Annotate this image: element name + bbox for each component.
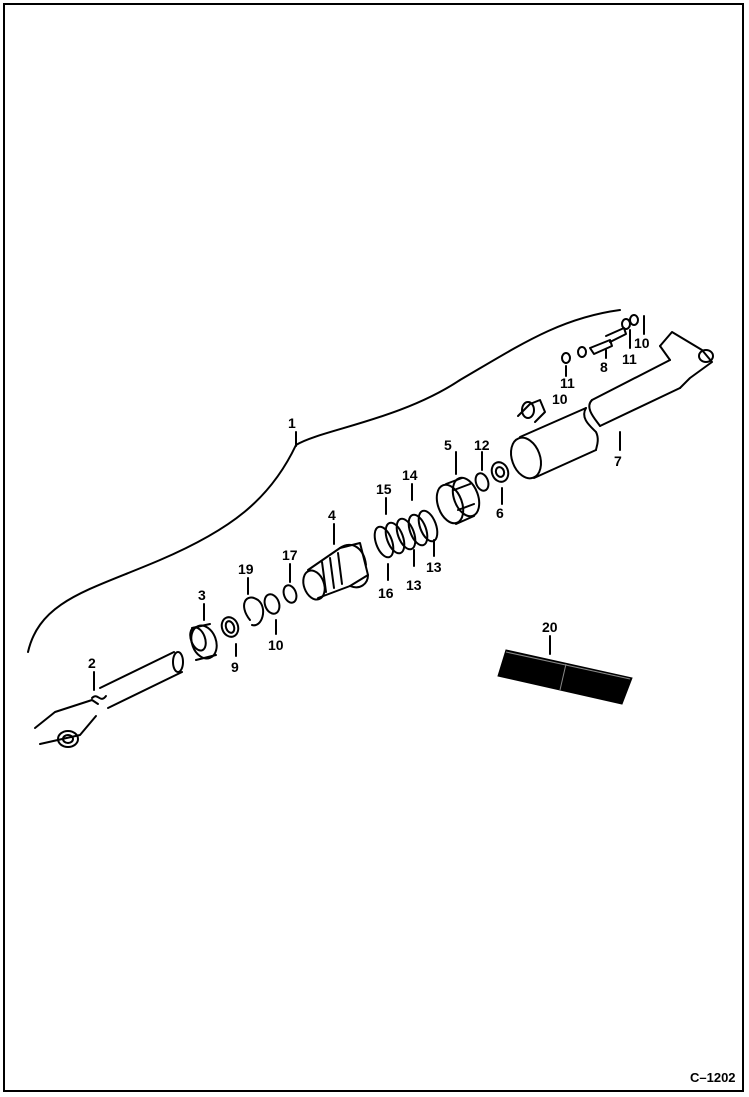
valve-parts: [561, 314, 639, 364]
label-12: 12: [474, 437, 490, 453]
label-1: 1: [288, 415, 296, 431]
label-16: 16: [378, 585, 394, 601]
cylinder-barrel: [510, 331, 714, 480]
label-5: 5: [444, 437, 452, 453]
label-8: 8: [600, 359, 608, 375]
o-ring-lower: [263, 593, 281, 615]
label-9: 9: [231, 659, 239, 675]
label-19: 19: [238, 561, 254, 577]
label-17: 17: [282, 547, 298, 563]
label-14: 14: [402, 467, 418, 483]
label-10-lower: 10: [268, 637, 284, 653]
piston: [435, 476, 481, 525]
backup-ring: [282, 584, 298, 604]
label-20: 20: [542, 619, 558, 635]
label-15: 15: [376, 481, 392, 497]
label-11-lower: 11: [560, 375, 575, 391]
piston-seal-group: [373, 509, 439, 559]
label-7: 7: [614, 453, 622, 469]
label-10-middle: 10: [552, 391, 568, 407]
piston-o-ring: [474, 472, 490, 492]
snap-ring: [243, 596, 265, 627]
label-4: 4: [328, 507, 336, 523]
label-10-upper: 10: [634, 335, 650, 351]
label-13-right: 13: [426, 559, 442, 575]
page-frame: [3, 3, 744, 1092]
label-2: 2: [88, 655, 96, 671]
seal-kit: [497, 649, 633, 705]
rod-seal: [220, 616, 240, 638]
wiper-seal: [189, 623, 218, 661]
lock-nut: [490, 461, 510, 483]
label-6: 6: [496, 505, 504, 521]
label-11-upper: 11: [622, 351, 637, 367]
cylinder-head: [302, 542, 369, 601]
drawing-code: C–1202: [690, 1070, 736, 1085]
rod: [34, 651, 184, 748]
label-13-left: 13: [406, 577, 422, 593]
label-3: 3: [198, 587, 206, 603]
assembly-bracket: [27, 309, 621, 653]
